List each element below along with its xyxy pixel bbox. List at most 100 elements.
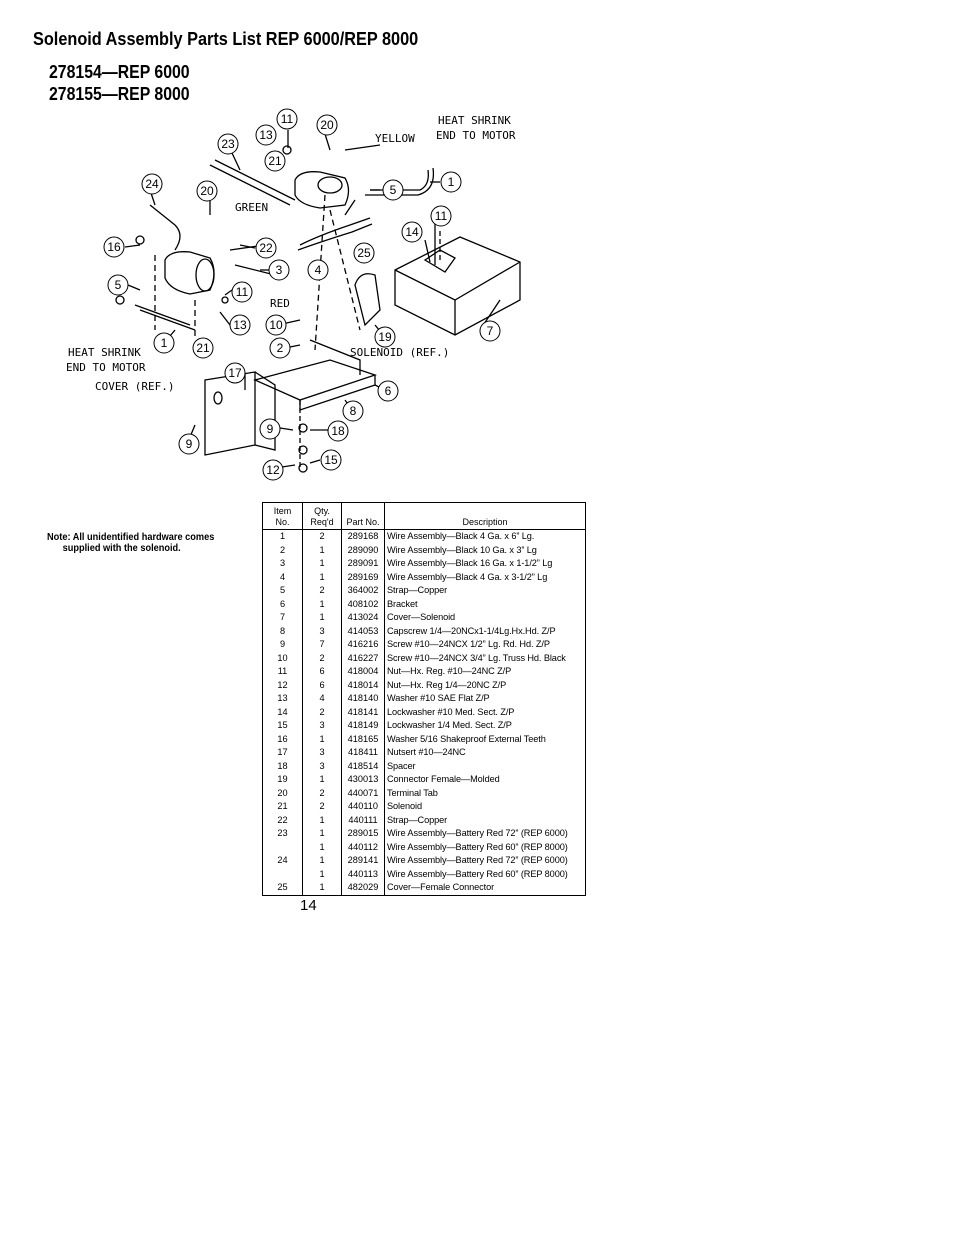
cell-item-no: 5 xyxy=(279,585,286,595)
header-qty-line2: Req'd xyxy=(310,517,334,527)
cell-part-no: 440111 xyxy=(341,813,385,827)
cell-item-no: 14 xyxy=(277,706,288,717)
cell-qty: 1 xyxy=(302,543,342,557)
cell-item-no: 18 xyxy=(277,760,288,771)
cell-qty: 6 xyxy=(302,678,342,692)
cell-description: Spacer xyxy=(384,759,586,773)
cell-item-no: 15 xyxy=(277,720,288,730)
green-wire-label: GREEN xyxy=(235,201,268,214)
cell-description: Lockwasher 1/4 Med. Sect. Z/P xyxy=(384,719,586,733)
cell-qty: 2 xyxy=(302,584,342,598)
callout-number: 11 xyxy=(435,209,448,223)
cell-description: Washer #10 SAE Flat Z/P xyxy=(384,692,586,706)
header-item-line1: Item xyxy=(273,506,292,516)
header-qty-reqd: Qty. Req'd xyxy=(302,502,342,530)
cell-item-no: 13 xyxy=(277,693,288,703)
cell-item-no: 24 xyxy=(277,855,288,865)
callout-number: 3 xyxy=(276,263,283,277)
cell-item-no xyxy=(263,841,303,855)
cell-part-no: 289168 xyxy=(341,529,385,544)
cell-qty: 2 xyxy=(302,800,342,814)
cell-item-no: 23 xyxy=(277,828,288,838)
cell-item-no: 8 xyxy=(279,625,286,636)
cell-qty: 1 xyxy=(302,773,342,787)
callout-number: 19 xyxy=(378,330,392,344)
cell-item-no: 22 xyxy=(277,814,288,825)
cell-description: Nut—Hx. Reg. #10—24NC Z/P xyxy=(384,665,586,679)
callout-number: 9 xyxy=(186,437,193,451)
cell-qty: 1 xyxy=(302,611,342,625)
heat-shrink-label-left: HEAT SHRINK xyxy=(68,346,141,359)
cell-qty: 1 xyxy=(302,867,342,881)
callout-number: 10 xyxy=(269,318,283,332)
callout-number: 23 xyxy=(221,137,235,151)
cell-part-no: 289091 xyxy=(341,557,385,571)
cell-description: Screw #10—24NCX 3/4” Lg. Truss Hd. Black xyxy=(384,651,586,665)
cell-qty: 1 xyxy=(302,597,342,611)
cell-part-no: 289015 xyxy=(341,827,385,841)
parts-list-table: Item No. Qty. Req'd Part No. Description… xyxy=(262,502,586,896)
callout-number: 17 xyxy=(228,366,242,380)
callout-number: 16 xyxy=(107,240,121,254)
cell-part-no: 413024 xyxy=(341,611,385,625)
note-line-1: Note: All unidentified hardware comes xyxy=(47,532,215,543)
cell-part-no: 440110 xyxy=(341,800,385,814)
cell-description: Lockwasher #10 Med. Sect. Z/P xyxy=(384,705,586,719)
end-to-motor-label-top: END TO MOTOR xyxy=(436,129,516,142)
cell-part-no: 418014 xyxy=(341,678,385,692)
cell-description: Strap—Copper xyxy=(384,813,586,827)
cell-description: Wire Assembly—Black 4 Ga. x 6” Lg. xyxy=(384,529,586,544)
callout-number: 6 xyxy=(385,384,392,398)
cell-description: Wire Assembly—Battery Red 72” (REP 6000) xyxy=(384,827,586,841)
cell-part-no: 418411 xyxy=(341,746,385,760)
cell-description: Wire Assembly—Black 10 Ga. x 3” Lg xyxy=(384,543,586,557)
cell-part-no: 416227 xyxy=(341,651,385,665)
cell-qty: 1 xyxy=(302,827,342,841)
callout-number: 5 xyxy=(390,183,397,197)
cell-qty: 3 xyxy=(302,624,342,638)
header-part-no: Part No. xyxy=(341,502,385,530)
cell-description: Wire Assembly—Black 16 Ga. x 1-1/2” Lg xyxy=(384,557,586,571)
cell-description: Wire Assembly—Battery Red 60” (REP 8000) xyxy=(384,867,586,881)
cell-qty: 3 xyxy=(302,719,342,733)
callout-number: 8 xyxy=(350,404,357,418)
cell-description: Nut—Hx. Reg 1/4—20NC Z/P xyxy=(384,678,586,692)
cell-qty: 2 xyxy=(302,651,342,665)
callout-number: 4 xyxy=(315,263,322,277)
cell-item-no: 17 xyxy=(277,747,288,757)
cell-qty: 1 xyxy=(302,854,342,868)
red-wire-label: RED xyxy=(270,297,290,310)
cell-description: Bracket xyxy=(384,597,586,611)
page-title: Solenoid Assembly Parts List REP 6000/RE… xyxy=(33,28,419,49)
cell-qty: 4 xyxy=(302,692,342,706)
cell-item-no: 20 xyxy=(277,787,288,798)
cell-part-no: 418141 xyxy=(341,705,385,719)
exploded-parts-diagram: HEAT SHRINK END TO MOTOR HEAT SHRINK END… xyxy=(66,108,521,481)
page-number: 14 xyxy=(300,897,317,914)
header-item-no: Item No. xyxy=(262,502,303,530)
cell-part-no: 408102 xyxy=(341,597,385,611)
callout-number: 9 xyxy=(267,422,274,436)
cell-item-no: 1 xyxy=(279,531,286,541)
cell-item-no: 7 xyxy=(279,612,286,622)
cell-description: Capscrew 1/4—20NCx1-1/4Lg.Hx.Hd. Z/P xyxy=(384,624,586,638)
cell-item-no: 16 xyxy=(277,733,288,744)
